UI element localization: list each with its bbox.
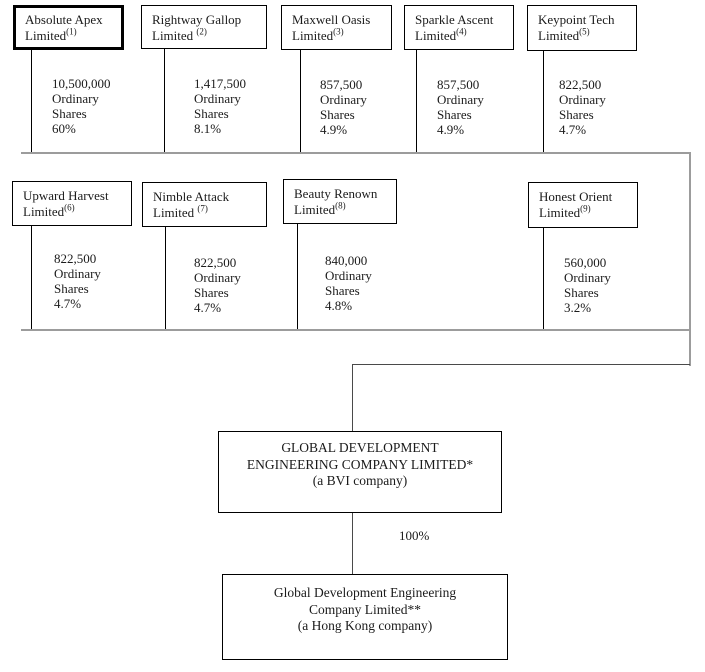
ownership-percent: 4.7% xyxy=(194,300,222,315)
shareholding-label-beauty-renown: 840,000 Ordinary Shares 4.8% xyxy=(325,253,372,313)
company-name: Beauty Renown Limited xyxy=(294,186,378,217)
drop-line-honest-orient xyxy=(543,228,544,330)
shareholding-label-rightway-gallop: 1,417,500 Ordinary Shares 8.1% xyxy=(194,76,246,136)
row1-connector-rail xyxy=(21,152,691,154)
footnote-marker: (8) xyxy=(335,200,346,211)
share-count: 857,500 xyxy=(437,77,480,92)
ownership-percent: 4.7% xyxy=(559,122,587,137)
company-name: Upward Harvest Limited xyxy=(23,188,109,219)
drop-line-upward-harvest xyxy=(31,226,32,330)
share-count: 1,417,500 xyxy=(194,76,246,91)
share-type: Ordinary xyxy=(194,91,241,106)
subsidiary-company-name-line1: Global Development Engineering xyxy=(273,585,457,600)
company-box-beauty-renown: Beauty Renown Limited(8) xyxy=(283,179,397,224)
holding-drop-connector xyxy=(352,364,353,431)
share-type: Ordinary xyxy=(564,270,611,285)
share-type: Ordinary xyxy=(325,268,372,283)
ownership-percent: 4.8% xyxy=(325,298,353,313)
ownership-percent: 4.7% xyxy=(54,296,82,311)
share-type: Shares xyxy=(559,107,594,122)
ownership-percent: 8.1% xyxy=(194,121,222,136)
share-type: Shares xyxy=(325,283,360,298)
holding-company-jurisdiction: (a BVI company) xyxy=(312,473,408,488)
drop-line-keypoint-tech xyxy=(543,51,544,153)
shareholding-label-maxwell-oasis: 857,500 Ordinary Shares 4.9% xyxy=(320,77,367,137)
share-count: 822,500 xyxy=(54,251,97,266)
company-name: Honest Orient Limited xyxy=(539,189,613,220)
ownership-percent: 60% xyxy=(52,121,76,136)
ownership-percent: 4.9% xyxy=(320,122,348,137)
share-count: 857,500 xyxy=(320,77,363,92)
company-box-honest-orient: Honest Orient Limited(9) xyxy=(528,182,638,228)
company-name: Keypoint Tech Limited xyxy=(538,12,615,43)
share-type: Shares xyxy=(194,285,229,300)
footnote-marker: (4) xyxy=(456,26,467,37)
shareholding-label-absolute-apex: 10,500,000 Ordinary Shares 60% xyxy=(52,76,111,136)
share-count: 840,000 xyxy=(325,253,368,268)
right-vertical-rail xyxy=(689,152,691,366)
footnote-marker: (9) xyxy=(580,203,591,214)
share-count: 10,500,000 xyxy=(52,76,111,91)
share-type: Shares xyxy=(194,106,229,121)
drop-line-maxwell-oasis xyxy=(300,50,301,153)
holding-company-name-line1: GLOBAL DEVELOPMENT xyxy=(281,440,439,455)
drop-line-rightway-gallop xyxy=(164,49,165,153)
shareholding-label-upward-harvest: 822,500 Ordinary Shares 4.7% xyxy=(54,251,101,311)
share-type: Shares xyxy=(52,106,87,121)
share-type: Ordinary xyxy=(437,92,484,107)
share-type: Shares xyxy=(437,107,472,122)
share-type: Ordinary xyxy=(194,270,241,285)
shareholding-label-nimble-attack: 822,500 Ordinary Shares 4.7% xyxy=(194,255,241,315)
drop-line-sparkle-ascent xyxy=(416,50,417,153)
share-count: 822,500 xyxy=(559,77,602,92)
share-type: Shares xyxy=(320,107,355,122)
company-name: Nimble Attack Limited xyxy=(153,189,230,220)
company-box-maxwell-oasis: Maxwell Oasis Limited(3) xyxy=(281,5,392,50)
footnote-marker: (5) xyxy=(579,26,590,37)
subsidiary-company-jurisdiction: (a Hong Kong company) xyxy=(297,618,433,633)
company-name: Sparkle Ascent Limited xyxy=(415,12,494,43)
mid-horizontal-connector xyxy=(352,364,690,365)
share-type: Ordinary xyxy=(559,92,606,107)
company-box-rightway-gallop: Rightway Gallop Limited (2) xyxy=(141,5,267,49)
footnote-marker: (3) xyxy=(333,26,344,37)
ownership-percent: 4.9% xyxy=(437,122,465,137)
ownership-percent: 3.2% xyxy=(564,300,592,315)
share-type: Ordinary xyxy=(320,92,367,107)
share-type: Shares xyxy=(564,285,599,300)
company-box-keypoint-tech: Keypoint Tech Limited(5) xyxy=(527,5,637,51)
footnote-marker: (6) xyxy=(64,202,75,213)
shareholding-label-sparkle-ascent: 857,500 Ordinary Shares 4.9% xyxy=(437,77,484,137)
footnote-marker: (2) xyxy=(196,26,207,37)
subsidiary-company-box: Global Development Engineering Company L… xyxy=(222,574,508,660)
row2-connector-rail xyxy=(21,329,691,331)
share-type: Ordinary xyxy=(54,266,101,281)
shareholding-label-keypoint-tech: 822,500 Ordinary Shares 4.7% xyxy=(559,77,606,137)
drop-line-nimble-attack xyxy=(165,227,166,330)
drop-line-absolute-apex xyxy=(31,50,32,153)
company-name: Rightway Gallop Limited xyxy=(152,12,242,43)
subsidiary-company-name-line2: Company Limited** xyxy=(308,601,422,617)
holding-to-subsidiary-connector xyxy=(352,513,353,574)
drop-line-beauty-renown xyxy=(297,224,298,330)
share-count: 560,000 xyxy=(564,255,607,270)
company-name: Maxwell Oasis Limited xyxy=(292,12,371,43)
company-box-sparkle-ascent: Sparkle Ascent Limited(4) xyxy=(404,5,514,50)
footnote-marker: (1) xyxy=(66,26,77,37)
company-box-upward-harvest: Upward Harvest Limited(6) xyxy=(12,181,132,226)
share-type: Ordinary xyxy=(52,91,99,106)
share-type: Shares xyxy=(54,281,89,296)
company-box-nimble-attack: Nimble Attack Limited (7) xyxy=(142,182,267,227)
company-name: Absolute Apex Limited xyxy=(25,12,103,43)
share-count: 822,500 xyxy=(194,255,237,270)
footnote-marker: (7) xyxy=(197,203,208,214)
holding-company-name-line2: ENGINEERING COMPANY LIMITED* xyxy=(246,456,474,472)
shareholding-label-honest-orient: 560,000 Ordinary Shares 3.2% xyxy=(564,255,611,315)
ownership-percent-label: 100% xyxy=(399,528,430,543)
holding-company-box: GLOBAL DEVELOPMENT ENGINEERING COMPANY L… xyxy=(218,431,502,513)
company-box-absolute-apex: Absolute Apex Limited(1) xyxy=(13,5,124,50)
